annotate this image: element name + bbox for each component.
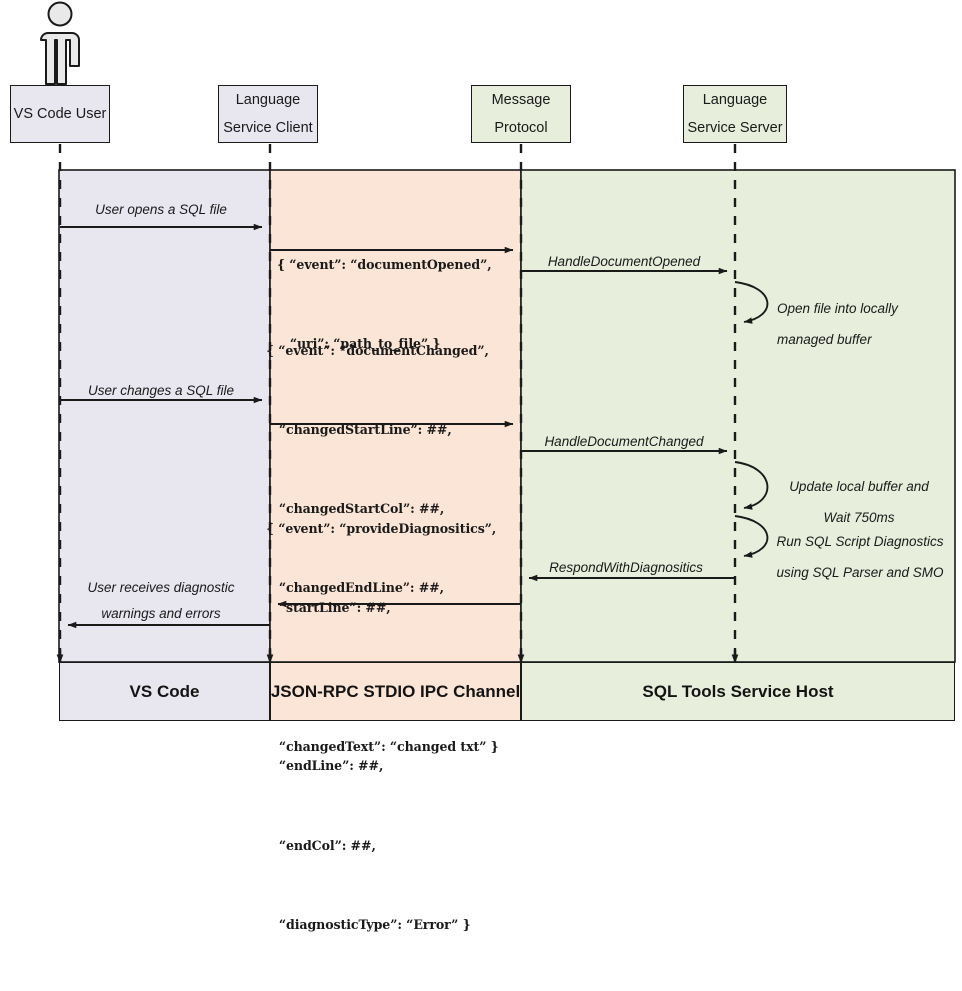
legend-cell-json-rpc[interactable]: JSON-RPC STDIO IPC Channel [270, 662, 521, 721]
sequence-diagram: VS Code User Language Service Client Mes… [10, 1, 956, 932]
note-line: using SQL Parser and SMO [776, 565, 944, 580]
payload-provide-diagnositics: { “event”: “provideDiagnositics”, “start… [266, 463, 496, 991]
label-respond-with-diagnositics: RespondWithDiagnositics [523, 561, 729, 575]
band-sql-tools [520, 169, 956, 663]
payload-line: “startLine”: ##, [266, 600, 391, 616]
payload-line: “changedEndLine”: ##, [266, 580, 444, 596]
participant-label-line: Message [491, 91, 551, 108]
payload-document-opened: { “event”: “documentOpened”, “uri”: “pat… [277, 199, 492, 410]
self-call-run-diagnostics [734, 515, 769, 558]
legend-label: VS Code [129, 681, 200, 701]
legend-cell-sql-tools[interactable]: SQL Tools Service Host [521, 662, 955, 721]
label-user-receives-diagnostics: User receives diagnostic warnings and er… [60, 575, 262, 627]
label-user-changes-sql-file: User changes a SQL file [60, 384, 262, 398]
diagram-canvas [40, 1, 956, 664]
label-line: warnings and errors [101, 606, 221, 621]
participant-language-service-server[interactable]: Language Service Server [683, 85, 787, 143]
participant-label-line: Service Client [223, 120, 313, 136]
legend-cell-vs-code[interactable]: VS Code [59, 662, 270, 721]
label-user-opens-sql-file: User opens a SQL file [60, 203, 262, 217]
note-open-file-into-buffer: Open file into locally managed buffer [777, 293, 898, 355]
participant-label-line: Language [702, 91, 768, 108]
payload-line: { “event”: “provideDiagnositics”, [266, 520, 497, 536]
self-call-open-file [734, 281, 769, 324]
label-line: HandleDocumentChanged [544, 434, 704, 449]
note-line: Wait 750ms [823, 510, 895, 525]
label-line: User changes a SQL file [87, 383, 235, 398]
payload-line: “changedStartCol”: ##, [266, 501, 445, 517]
legend-label: JSON-RPC STDIO IPC Channel [270, 681, 521, 701]
label-handle-document-changed: HandleDocumentChanged [521, 435, 727, 449]
participant-label-line: Language [235, 91, 301, 108]
band-vs-code [58, 169, 271, 663]
label-line: User opens a SQL file [95, 202, 227, 217]
participant-label-line: Service Server [687, 120, 783, 136]
payload-line: “endLine”: ##, [266, 758, 384, 774]
payload-line: { “event”: “documentChanged”, [266, 342, 489, 358]
legend-label: SQL Tools Service Host [642, 681, 834, 701]
participant-message-protocol[interactable]: Message Protocol [471, 85, 571, 143]
payload-line: “changedStartLine”: ##, [266, 422, 452, 438]
label-handle-document-opened: HandleDocumentOpened [521, 255, 727, 269]
participant-vs-code-user[interactable]: VS Code User [10, 85, 110, 143]
person-icon [40, 1, 80, 85]
label-line: RespondWithDiagnositics [549, 560, 703, 575]
label-line: HandleDocumentOpened [547, 254, 701, 269]
payload-line: “diagnosticType”: “Error” } [266, 916, 471, 932]
note-update-buffer-wait: Update local buffer and Wait 750ms [773, 471, 945, 533]
note-line: Run SQL Script Diagnostics [776, 534, 944, 549]
participant-language-service-client[interactable]: Language Service Client [218, 85, 318, 143]
self-call-update-buffer [734, 461, 769, 510]
participant-label-line: VS Code User [13, 105, 107, 122]
payload-line: { “event”: “documentOpened”, [277, 256, 492, 272]
note-line: managed buffer [777, 332, 872, 347]
participant-label-line: Protocol [494, 120, 548, 136]
payload-line: “uri”: “path_to_file” } [277, 336, 441, 352]
label-line: User receives diagnostic [87, 580, 235, 595]
note-line: Update local buffer and [789, 479, 929, 494]
note-line: Open file into locally [777, 301, 898, 316]
payload-line: “endCol”: ##, [266, 837, 376, 853]
note-run-sql-diagnostics: Run SQL Script Diagnostics using SQL Par… [771, 526, 949, 588]
